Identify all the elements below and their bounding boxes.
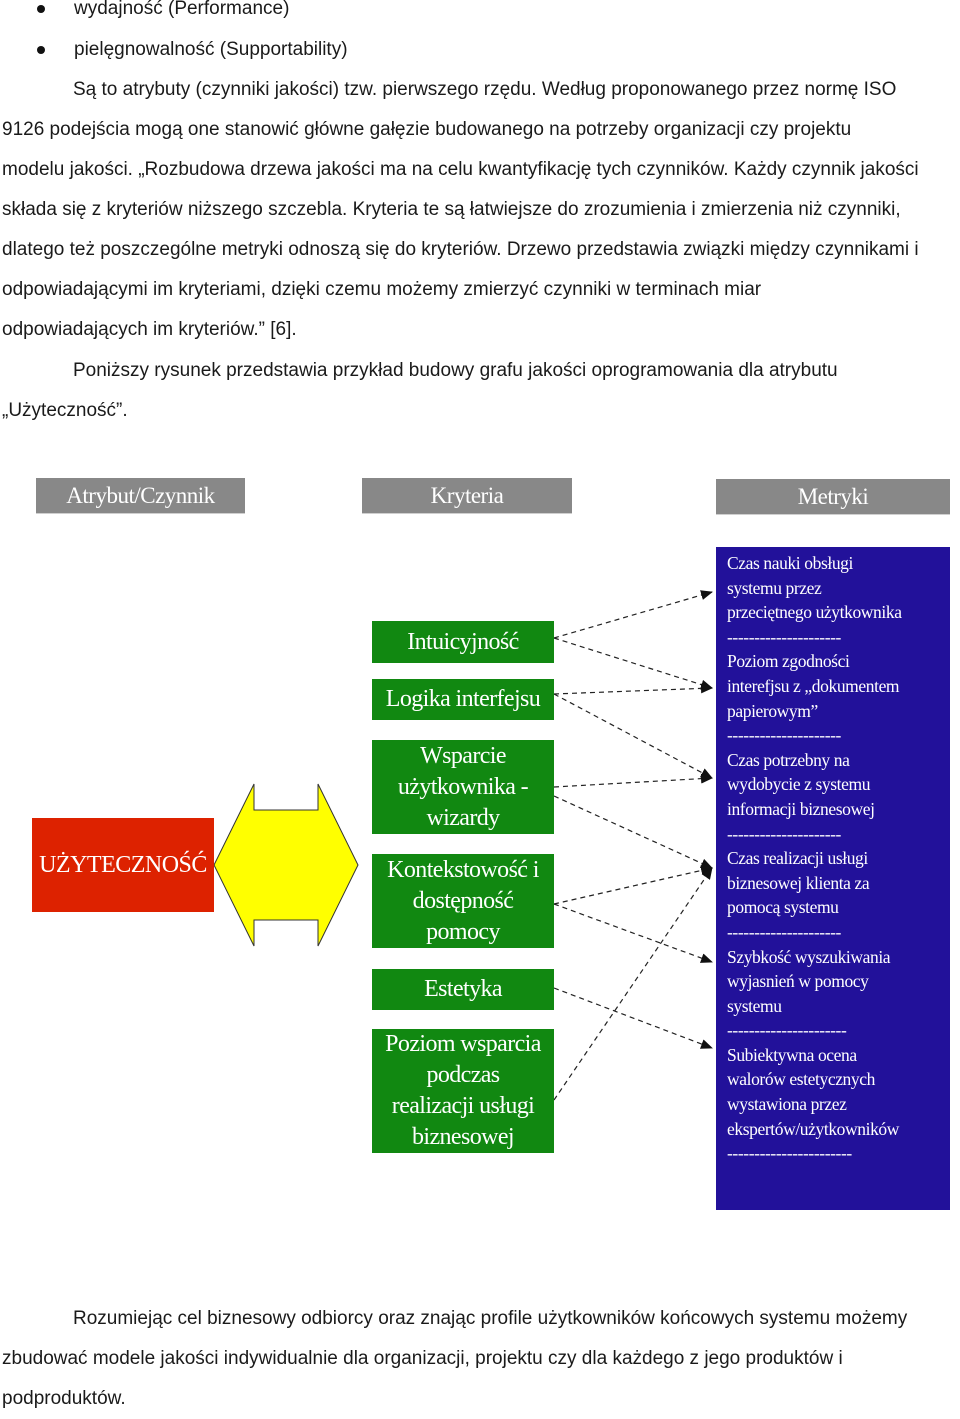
criteria-line: dostępność bbox=[412, 887, 514, 914]
metric-separator: ----------------------- bbox=[727, 1143, 852, 1164]
metric-line: wyjasnień w pomocy bbox=[727, 971, 869, 992]
criteria-line: Intuicyjność bbox=[407, 628, 519, 655]
metric-separator: --------------------- bbox=[727, 823, 841, 844]
criteria-box: Wsparcie użytkownika - wizardy bbox=[372, 740, 554, 834]
metric-line: systemu bbox=[727, 995, 782, 1016]
bullet-item: wydajność (Performance) bbox=[37, 0, 290, 21]
connector-arrow bbox=[553, 773, 713, 788]
criteria-box: Logika interfejsu bbox=[372, 679, 554, 720]
bullet-text: pielęgnowalność (Supportability) bbox=[74, 39, 348, 60]
metric-separator: --------------------- bbox=[727, 725, 841, 746]
paragraph-figure-intro: Poniższy rysunek przedstawia przykład bu… bbox=[2, 351, 960, 431]
criteria-box: Poziom wsparcia podczas realizacji usług… bbox=[372, 1029, 554, 1153]
connector-arrow bbox=[553, 795, 713, 869]
metric-separator: --------------------- bbox=[727, 626, 841, 647]
connector-arrow bbox=[553, 590, 713, 639]
metric-line: Czas realizacji usługi bbox=[727, 848, 868, 869]
metric-line: walorów estetycznych bbox=[727, 1069, 875, 1090]
criteria-line: wizardy bbox=[426, 804, 500, 831]
criteria-line: realizacji usługi bbox=[391, 1093, 535, 1119]
header-metrics: Metryki bbox=[716, 479, 950, 514]
metric-separator: --------------------- bbox=[727, 921, 841, 942]
metric-line: Poziom zgodności bbox=[727, 651, 850, 672]
text-line: Poniższy rysunek przedstawia przykład bu… bbox=[73, 360, 838, 381]
metric-line: pomocą systemu bbox=[727, 897, 839, 918]
metric-separator: ---------------------- bbox=[727, 1020, 847, 1041]
connector-arrow bbox=[553, 867, 713, 1101]
quality-graph-diagram: Atrybut/Czynnik Kryteria Metryki UŻYTECZ… bbox=[0, 470, 960, 1230]
criteria-line: Kontekstowość i bbox=[387, 856, 539, 883]
criteria-line: Estetyka bbox=[424, 976, 502, 1002]
bullet-dot-icon bbox=[37, 5, 45, 13]
paragraph-conclusion: Rozumiejąc cel biznesowy odbiorcy oraz z… bbox=[2, 1299, 960, 1419]
connector-arrow bbox=[553, 683, 713, 695]
metric-line: systemu przez bbox=[727, 577, 822, 598]
text-line: podproduktów. bbox=[2, 1388, 126, 1409]
metric-line: Czas potrzebny na bbox=[727, 749, 850, 770]
criteria-line: biznesowej bbox=[412, 1124, 515, 1150]
metric-line: papierowym” bbox=[727, 700, 818, 721]
metric-line: wystawiona przez bbox=[727, 1094, 847, 1115]
metric-line: interefjsu z „dokumentem bbox=[727, 675, 900, 696]
connector-arrow bbox=[553, 865, 713, 905]
criteria-line: pomocy bbox=[426, 918, 500, 945]
diagram-connectors bbox=[213, 590, 713, 1101]
criteria-line: Wsparcie bbox=[420, 742, 506, 769]
text-line: zbudować modele jakości indywidualnie dl… bbox=[2, 1348, 843, 1369]
metric-line: ekspertów/użytkowników bbox=[727, 1118, 900, 1139]
header-attribute: Atrybut/Czynnik bbox=[36, 478, 245, 513]
paragraph-quality-attributes: Są to atrybuty (czynniki jakości) tzw. p… bbox=[2, 70, 960, 350]
criteria-box: Intuicyjność bbox=[372, 621, 554, 663]
text-line: Są to atrybuty (czynniki jakości) tzw. p… bbox=[73, 79, 897, 100]
header-criteria: Kryteria bbox=[362, 478, 572, 513]
metric-line: informacji biznesowej bbox=[727, 798, 875, 819]
metric-line: Szybkość wyszukiwania bbox=[727, 946, 891, 967]
criteria-box: Estetyka bbox=[372, 969, 554, 1010]
criteria-line: Poziom wsparcia bbox=[385, 1031, 541, 1057]
connector-arrow bbox=[553, 693, 713, 779]
text-line: modelu jakości. „Rozbudowa drzewa jakośc… bbox=[2, 159, 919, 180]
metric-line: biznesowej klienta za bbox=[727, 872, 870, 893]
double-arrow-shape bbox=[213, 783, 359, 947]
text-line: dlatego też poszczególne metryki odnoszą… bbox=[2, 239, 919, 260]
text-line: składa się z kryteriów niższego szczebla… bbox=[2, 199, 901, 220]
criteria-box: Kontekstowość i dostępność pomocy bbox=[372, 854, 554, 948]
metric-line: Subiektywna ocena bbox=[727, 1044, 857, 1065]
metric-line: przeciętnego użytkownika bbox=[727, 602, 902, 623]
text-line: 9126 podejścia mogą one stanowić główne … bbox=[2, 119, 852, 140]
connector-arrow bbox=[553, 903, 713, 963]
text-line: odpowiadającymi im kryteriami, dzięki cz… bbox=[2, 279, 762, 300]
text-line: odpowiadających im kryteriów.” [6]. bbox=[2, 319, 297, 340]
connector-arrow bbox=[553, 637, 713, 690]
text-line: Rozumiejąc cel biznesowy odbiorcy oraz z… bbox=[73, 1308, 908, 1329]
metric-line: wydobycie z systemu bbox=[727, 774, 871, 795]
attribute-box: UŻYTECZNOŚĆ bbox=[32, 818, 214, 912]
bullet-dot-icon bbox=[37, 46, 45, 54]
connector-arrow bbox=[553, 987, 713, 1049]
bullet-text: wydajność (Performance) bbox=[74, 0, 290, 19]
criteria-line: Logika interfejsu bbox=[385, 686, 541, 712]
metric-line: Czas nauki obsługi bbox=[727, 553, 853, 573]
criteria-line: podczas bbox=[426, 1062, 500, 1088]
bullet-item: pielęgnowalność (Supportability) bbox=[37, 38, 348, 62]
metrics-panel: Czas nauki obsługi systemu przez przecię… bbox=[716, 547, 950, 1210]
criteria-line: użytkownika - bbox=[397, 773, 529, 800]
text-line: „Użyteczność”. bbox=[2, 400, 128, 421]
